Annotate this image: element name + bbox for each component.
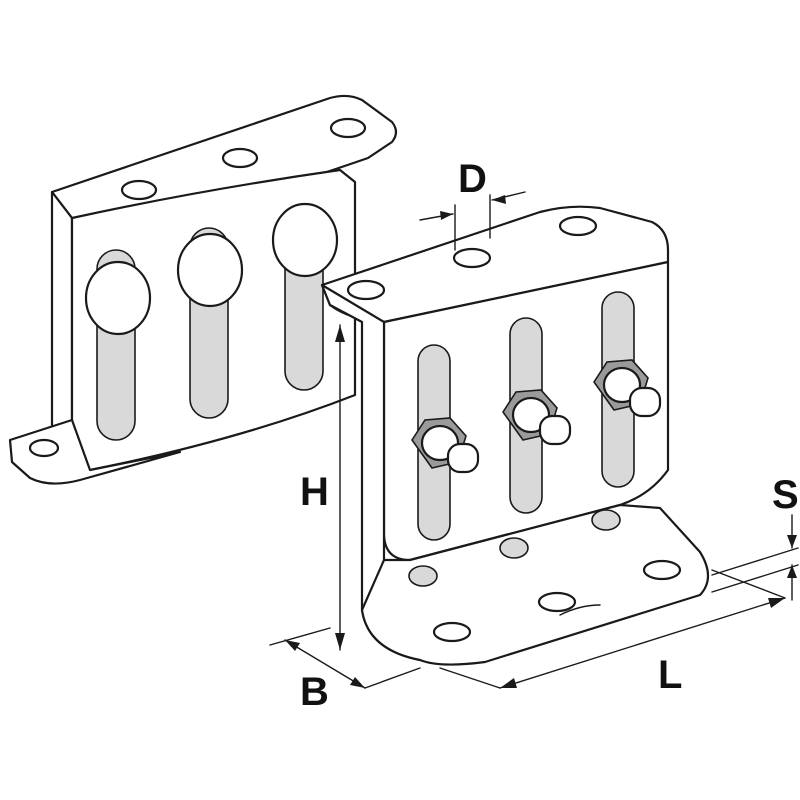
back-bottom-flange xyxy=(8,418,182,485)
nut-2 xyxy=(502,389,572,446)
back-top-hole-1 xyxy=(120,179,158,201)
nut-3 xyxy=(593,359,662,418)
label-B: B xyxy=(300,670,329,714)
back-top-hole-3 xyxy=(329,117,367,139)
label-H: H xyxy=(300,470,329,514)
bottom-flange-mark xyxy=(559,604,601,616)
front-bottom-hole-2 xyxy=(537,591,577,613)
label-L: L xyxy=(658,653,682,697)
dimension-lines xyxy=(269,191,799,689)
back-bracket xyxy=(8,94,398,485)
back-bolt-head-2 xyxy=(176,232,244,308)
label-D: D xyxy=(458,157,487,201)
back-bolt-head-3 xyxy=(271,202,339,278)
nut-1 xyxy=(411,417,480,474)
back-bottom-hole xyxy=(28,438,60,458)
front-slot-end-3 xyxy=(591,509,621,531)
label-S: S xyxy=(772,473,799,517)
front-bracket xyxy=(320,205,710,666)
front-bottom-hole-1 xyxy=(432,621,472,643)
back-bolt-head-1 xyxy=(84,260,152,336)
front-slot-end-1 xyxy=(408,565,438,587)
back-top-hole-2 xyxy=(221,147,259,169)
front-top-hole-1 xyxy=(346,279,386,301)
front-top-hole-2 xyxy=(452,247,492,269)
front-slot-end-2 xyxy=(499,537,529,559)
dimension-labels: D H B L S xyxy=(300,157,799,714)
front-bottom-hole-3 xyxy=(642,559,682,581)
front-top-hole-3 xyxy=(558,215,598,237)
